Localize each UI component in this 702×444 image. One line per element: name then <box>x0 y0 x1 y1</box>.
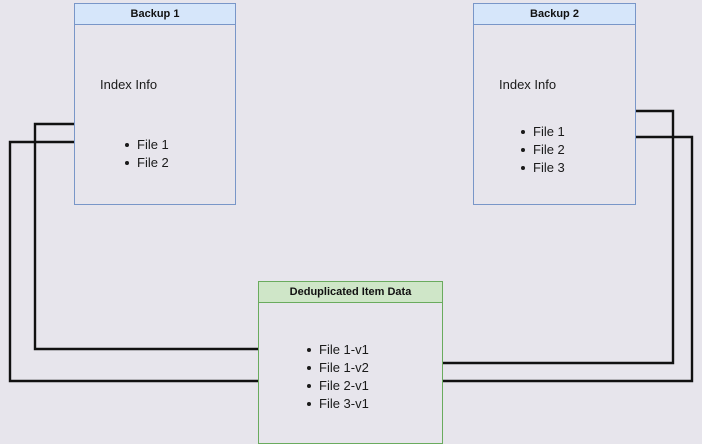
backup-2-box[interactable]: Backup 2 Index Info File 1 File 2 File 3 <box>473 3 636 205</box>
deduplicated-item-data-box[interactable]: Deduplicated Item Data File 1-v1 File 1-… <box>258 281 443 444</box>
backup-2-body: Index Info File 1 File 2 File 3 <box>474 25 635 204</box>
deduplicated-item-data-title: Deduplicated Item Data <box>259 282 442 303</box>
dedup-file-list: File 1-v1 File 1-v2 File 2-v1 File 3-v1 <box>305 341 369 413</box>
backup-1-box[interactable]: Backup 1 Index Info File 1 File 2 <box>74 3 236 205</box>
list-item[interactable]: File 2-v1 <box>305 377 369 395</box>
list-item[interactable]: File 2 <box>123 154 169 172</box>
backup-2-file-list: File 1 File 2 File 3 <box>519 123 565 177</box>
backup-1-body: Index Info File 1 File 2 <box>75 25 235 204</box>
list-item[interactable]: File 1-v2 <box>305 359 369 377</box>
backup-2-index-label: Index Info <box>499 77 557 92</box>
list-item[interactable]: File 1 <box>519 123 565 141</box>
list-item[interactable]: File 1-v1 <box>305 341 369 359</box>
backup-1-index-label: Index Info <box>100 77 158 92</box>
list-item[interactable]: File 3-v1 <box>305 395 369 413</box>
list-item[interactable]: File 3 <box>519 159 565 177</box>
deduplicated-item-data-body: File 1-v1 File 1-v2 File 2-v1 File 3-v1 <box>259 303 442 443</box>
backup-2-title: Backup 2 <box>474 4 635 25</box>
list-item[interactable]: File 2 <box>519 141 565 159</box>
list-item[interactable]: File 1 <box>123 136 169 154</box>
backup-1-title: Backup 1 <box>75 4 235 25</box>
backup-1-file-list: File 1 File 2 <box>123 136 169 172</box>
